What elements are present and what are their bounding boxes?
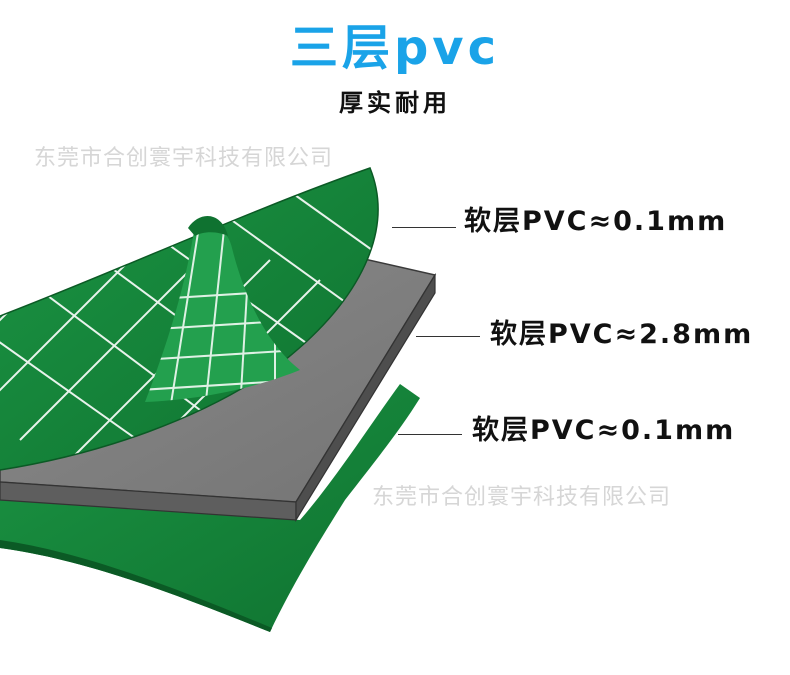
label-top-layer: 软层PVC≈0.1mm xyxy=(464,206,728,237)
callout-line-bottom-layer xyxy=(398,434,462,435)
bottom-green-layer xyxy=(0,384,420,632)
label-bottom-layer: 软层PVC≈0.1mm xyxy=(472,415,736,446)
callout-line-middle-layer xyxy=(416,336,480,337)
page-subtitle: 厚实耐用 xyxy=(339,89,451,117)
callout-line-top-layer xyxy=(392,227,456,228)
label-middle-layer: 软层PVC≈2.8mm xyxy=(490,319,754,350)
watermark-text: 东莞市合创寰宇科技有限公司 xyxy=(34,146,334,171)
watermark-text: 东莞市合创寰宇科技有限公司 xyxy=(372,485,672,510)
page-title: 三层pvc xyxy=(289,20,501,76)
